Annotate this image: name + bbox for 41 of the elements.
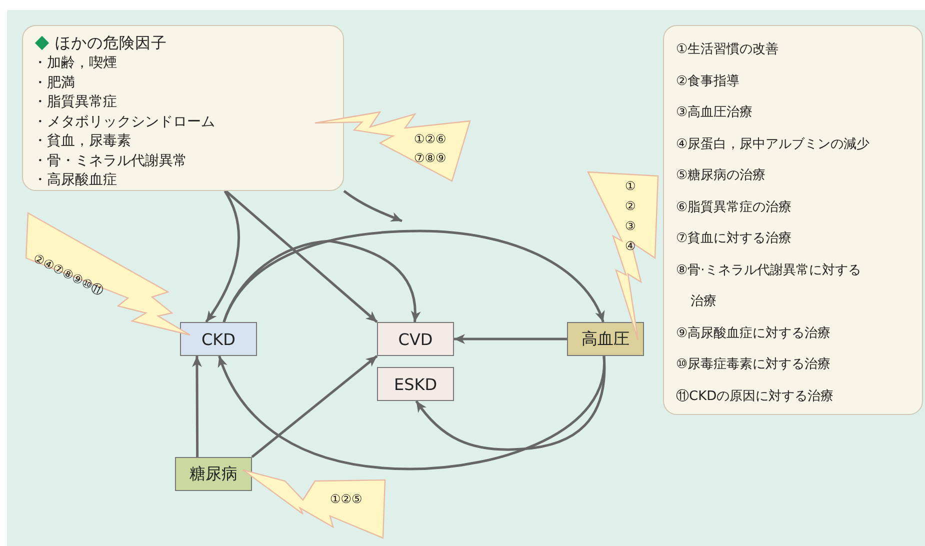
arrow	[205, 190, 240, 323]
lightning-callout	[315, 112, 470, 181]
list-item: ・脂質異常症	[33, 93, 118, 112]
process-box: CVD	[377, 322, 454, 356]
treatment-panel	[663, 25, 923, 415]
list-item: ④尿蛋白，尿中アルブミンの減少	[676, 136, 871, 154]
list-item: ・高尿酸血症	[33, 171, 118, 190]
arrow	[343, 190, 402, 222]
callout-number: ①②③④	[625, 178, 637, 255]
panel-heading: ほかの危険因子	[55, 32, 167, 54]
list-item: ・骨・ミネラル代謝異常	[33, 152, 188, 170]
list-item: ⑨高尿酸血症に対する治療	[676, 324, 832, 342]
risk-factor-panel	[22, 25, 344, 191]
callout-number: ①②⑥⑦⑧⑨	[414, 131, 448, 167]
list-item: ・貧血，尿毒素	[33, 132, 132, 151]
list-item: ②食事指導	[676, 72, 741, 90]
process-box: 糖尿病	[175, 457, 252, 491]
lightning-callout	[26, 213, 190, 335]
process-box: 高血圧	[567, 322, 644, 356]
list-item: ⑩尿毒症毒素に対する治療	[676, 356, 832, 374]
list-item: ・メタボリックシンドローム	[33, 112, 216, 132]
lightning-callout	[243, 470, 385, 538]
list-item: ・加齢，喫煙	[33, 54, 118, 73]
list-item: ⑧骨·ミネラル代謝異常に対する治療	[676, 262, 862, 311]
list-item: ⑤糖尿病の治療	[676, 167, 767, 185]
list-item: ・肥満	[33, 74, 76, 92]
arrow	[454, 334, 567, 344]
process-box: ESKD	[377, 367, 454, 401]
list-item: ⑪CKDの原因に対する治療	[676, 388, 835, 406]
callout-number: ①②⑤	[330, 492, 362, 506]
arrow	[192, 356, 202, 457]
arrow	[251, 355, 378, 458]
arrow	[225, 190, 378, 323]
arrow	[222, 240, 420, 322]
list-item: ①生活習慣の改善	[676, 41, 780, 59]
process-box: CKD	[180, 322, 257, 356]
list-item: ③高血圧治療	[676, 104, 754, 122]
list-item: ⑥脂質異常症の治療	[676, 198, 793, 216]
arrow	[415, 356, 606, 451]
arrow	[218, 356, 606, 470]
list-item: ⑦貧血に対する治療	[676, 230, 793, 248]
